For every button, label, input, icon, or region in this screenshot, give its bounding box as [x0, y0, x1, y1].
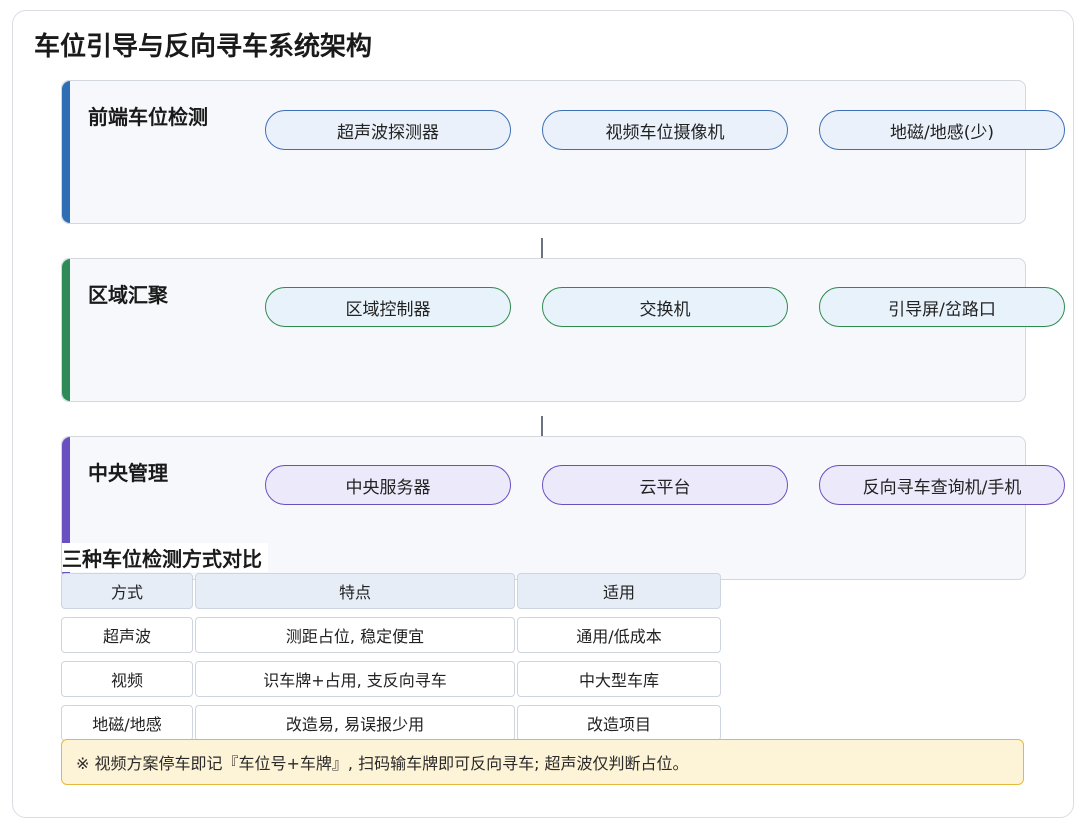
table-cell: 测距占位, 稳定便宜: [195, 617, 515, 653]
layer-accent-bar: [62, 81, 70, 223]
table-cell: 通用/低成本: [517, 617, 721, 653]
table-cell: 识车牌+占用, 支反向寻车: [195, 661, 515, 697]
layer-title: 区域汇聚: [88, 283, 168, 307]
node-central-server: 中央服务器: [265, 465, 511, 505]
layer-frontend-detection: 前端车位检测: [61, 80, 1026, 224]
node-guidance-screen: 引导屏/岔路口: [819, 287, 1065, 327]
node-reverse-search-kiosk: 反向寻车查询机/手机: [819, 465, 1065, 505]
layer-accent-bar: [62, 259, 70, 401]
node-geomagnetic: 地磁/地感(少): [819, 110, 1065, 150]
table-header-cell: 方式: [61, 573, 193, 609]
layer-regional-aggregation: 区域汇聚: [61, 258, 1026, 402]
table-header-cell: 特点: [195, 573, 515, 609]
layer-accent-bar: [62, 437, 70, 579]
node-ultrasonic-detector: 超声波探测器: [265, 110, 511, 150]
table-cell: 地磁/地感: [61, 705, 193, 741]
note-banner: ※ 视频方案停车即记『车位号+车牌』, 扫码输车牌即可反向寻车; 超声波仅判断占…: [61, 739, 1024, 785]
comparison-title: 三种车位检测方式对比: [62, 543, 268, 572]
node-zone-controller: 区域控制器: [265, 287, 511, 327]
table-cell: 超声波: [61, 617, 193, 653]
table-cell: 改造项目: [517, 705, 721, 741]
table-cell: 视频: [61, 661, 193, 697]
table-cell: 改造易, 易误报少用: [195, 705, 515, 741]
layer-title: 前端车位检测: [88, 105, 208, 129]
table-cell: 中大型车库: [517, 661, 721, 697]
diagram-title: 车位引导与反向寻车系统架构: [34, 32, 373, 62]
node-switch: 交换机: [542, 287, 788, 327]
node-video-camera: 视频车位摄像机: [542, 110, 788, 150]
node-cloud-platform: 云平台: [542, 465, 788, 505]
layer-title: 中央管理: [88, 461, 168, 485]
table-header-cell: 适用: [517, 573, 721, 609]
